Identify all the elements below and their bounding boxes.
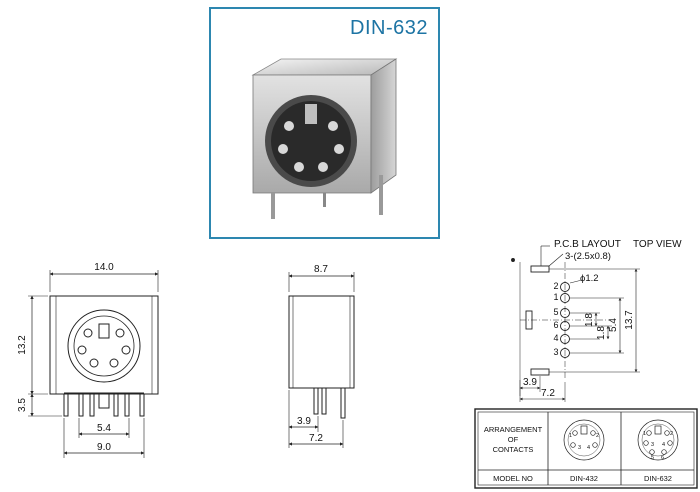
din432-pin-2: 2 <box>596 433 599 439</box>
pcb-dim-3-9: 3.9 <box>523 377 537 388</box>
pcb-dim-1-8-a: 1.8 <box>584 313 595 327</box>
pcb-pin-label-6: 3 <box>553 347 558 357</box>
table-model-label: MODEL NO <box>493 474 533 483</box>
side-pin-offset-dim: 3.9 <box>297 416 311 427</box>
front-pin-dim: 3.5 <box>17 398 28 412</box>
front-view <box>28 270 159 458</box>
connector-photo <box>251 58 398 219</box>
table-model-din632: DIN-632 <box>644 474 672 483</box>
side-width-dim: 8.7 <box>314 264 328 275</box>
product-title: DIN-632 <box>350 17 428 39</box>
din632-pin-3: 3 <box>651 442 654 448</box>
pcb-pin-label-2: 1 <box>553 292 558 302</box>
front-body <box>49 295 159 395</box>
side-depth-dim: 7.2 <box>309 433 323 444</box>
din632-pin-5: 5 <box>651 455 654 461</box>
din432-pin-4: 4 <box>587 445 590 451</box>
pcb-layout <box>511 245 640 402</box>
front-height-dim: 13.2 <box>17 335 28 355</box>
din632-pin-4: 4 <box>662 442 665 448</box>
din432-pin-1: 1 <box>569 433 572 439</box>
table-model-din432: DIN-432 <box>570 474 598 483</box>
pcb-pin-label-5: 4 <box>553 333 558 343</box>
pcb-dim-5-4: 5.4 <box>608 318 619 332</box>
side-body <box>288 295 355 389</box>
front-base-dim: 9.0 <box>97 442 111 453</box>
din632-diagram <box>637 419 679 461</box>
side-view <box>288 272 355 448</box>
pcb-dim-13-7: 13.7 <box>624 310 635 330</box>
pcb-slot-note: 3-(2.5x0.8) <box>565 251 611 262</box>
pcb-dim-7-2: 7.2 <box>541 388 555 399</box>
din632-pin-2: 2 <box>670 431 673 437</box>
din632-pin-1: 1 <box>643 431 646 437</box>
table-header-line-1: ARRANGEMENT <box>484 425 543 434</box>
pcb-slot-top <box>530 265 550 273</box>
pcb-pin-label-4: 6 <box>553 320 558 330</box>
front-socket-outer <box>67 309 141 383</box>
pcb-pin-label-1: 2 <box>553 281 558 291</box>
pcb-layout-title: P.C.B LAYOUT <box>554 239 621 250</box>
din432-diagram <box>563 419 605 461</box>
contacts-table <box>474 408 698 489</box>
din632-pin-6: 6 <box>661 455 664 461</box>
pcb-top-view-label: TOP VIEW <box>633 239 682 250</box>
front-pitch-dim: 5.4 <box>97 423 111 434</box>
din432-pin-3: 3 <box>578 445 581 451</box>
table-header-line-3: CONTACTS <box>493 445 534 454</box>
pcb-hole-note: ϕ1.2 <box>580 273 599 284</box>
pcb-pin-label-3: 5 <box>553 307 558 317</box>
front-pins <box>63 393 145 417</box>
pcb-dim-1-8-b: 1.8 <box>596 326 607 340</box>
product-photo-frame: DIN-632 <box>209 7 440 239</box>
pcb-slot-bottom <box>530 368 550 376</box>
table-header-line-2: OF <box>508 435 519 444</box>
front-width-dim: 14.0 <box>94 262 114 273</box>
